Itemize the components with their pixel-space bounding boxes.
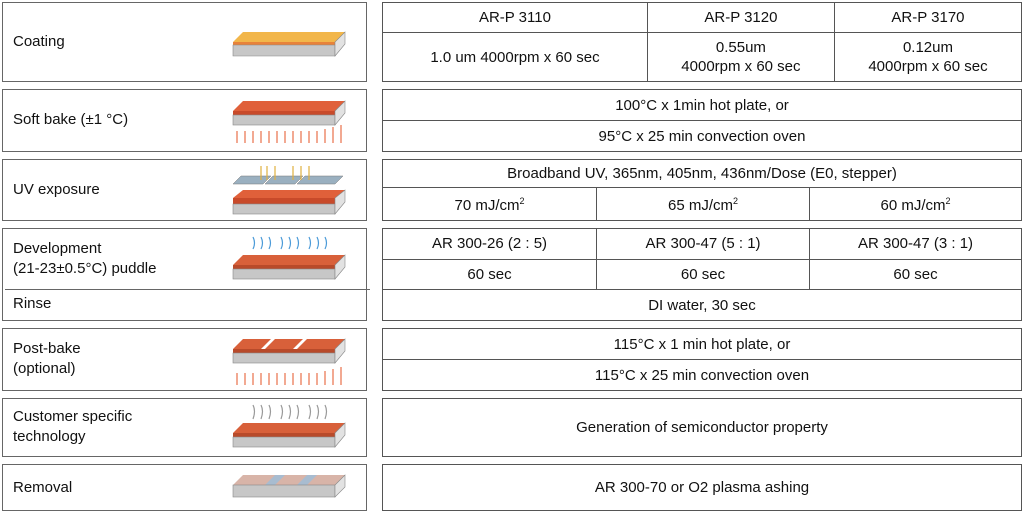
development-time: 60 sec — [382, 258, 597, 291]
development-time: 60 sec — [809, 258, 1022, 291]
heat-arrows-icon — [236, 125, 342, 143]
step-label: UV exposure — [13, 181, 100, 198]
developer-drops-icon — [252, 236, 328, 250]
uv-dose: 70 mJ/cm2 — [382, 186, 597, 222]
step-label: Removal — [13, 479, 73, 496]
uv-exposure-illustration — [232, 166, 346, 215]
removal-table: AR 300-70 or O2 plasma ashing — [382, 464, 1022, 511]
uv-description: Broadband UV, 365nm, 405nm, 436nm/Dose (… — [382, 159, 1022, 188]
soft-bake-option: 100°C x 1min hot plate, or — [382, 89, 1022, 121]
development-illustration — [232, 236, 346, 280]
customer-technology-table: Generation of semiconductor property — [382, 398, 1022, 457]
step-post-bake: Post-bake (optional) — [2, 328, 367, 391]
column-header: AR-P 3170 — [833, 2, 1023, 33]
developer: AR 300-47 (5 : 1) — [596, 228, 810, 260]
removal-illustration — [232, 474, 346, 498]
column-header: AR-P 3120 — [646, 2, 835, 33]
step-label-sub: (21-23±0.5°C) puddle — [13, 260, 157, 277]
developer: AR 300-47 (3 : 1) — [809, 228, 1022, 260]
column-header: AR-P 3110 — [382, 2, 648, 33]
removal-value: AR 300-70 or O2 plasma ashing — [382, 464, 1022, 511]
step-label: Coating — [13, 33, 65, 50]
step-label: Soft bake (±1 °C) — [13, 111, 129, 128]
step-label-sub: (optional) — [13, 360, 76, 377]
customer-technology-illustration — [232, 404, 346, 448]
post-bake-illustration — [232, 338, 346, 385]
coating-illustration — [232, 31, 346, 57]
uv-dose: 60 mJ/cm2 — [809, 186, 1022, 222]
rinse-value: DI water, 30 sec — [382, 289, 1022, 321]
soft-bake-table: 100°C x 1min hot plate, or 95°C x 25 min… — [382, 89, 1022, 152]
soft-bake-illustration — [232, 100, 346, 143]
step-soft-bake: Soft bake (±1 °C) — [2, 89, 367, 152]
step-removal: Removal — [2, 464, 367, 511]
step-development: Development (21-23±0.5°C) puddle Rinse — [2, 228, 370, 321]
coating-value: 1.0 um 4000rpm x 60 sec — [382, 32, 648, 82]
uv-exposure-table: Broadband UV, 365nm, 405nm, 436nm/Dose (… — [382, 159, 1022, 222]
development-table: AR 300-26 (2 : 5)AR 300-47 (5 : 1)AR 300… — [382, 228, 1022, 321]
step-coating: Coating — [2, 2, 367, 82]
step-customer-technology: Customer specific technology — [2, 398, 367, 457]
step-label: Post-bake — [13, 340, 81, 357]
post-bake-option: 115°C x 25 min convection oven — [382, 359, 1022, 391]
divider — [5, 289, 370, 290]
customer-technology-value: Generation of semiconductor property — [382, 398, 1022, 457]
step-label-rinse: Rinse — [13, 295, 52, 312]
step-uv-exposure: UV exposure — [2, 159, 367, 221]
step-label: Development — [13, 240, 102, 257]
step-label-sub: technology — [13, 428, 86, 445]
uv-dose: 65 mJ/cm2 — [596, 186, 810, 222]
developer: AR 300-26 (2 : 5) — [382, 228, 597, 260]
post-bake-table: 115°C x 1 min hot plate, or 115°C x 25 m… — [382, 328, 1022, 391]
heat-arrows-icon — [236, 367, 342, 385]
post-bake-option: 115°C x 1 min hot plate, or — [382, 328, 1022, 360]
step-label: Customer specific — [13, 408, 133, 425]
soft-bake-option: 95°C x 25 min convection oven — [382, 120, 1022, 152]
development-time: 60 sec — [596, 258, 810, 291]
